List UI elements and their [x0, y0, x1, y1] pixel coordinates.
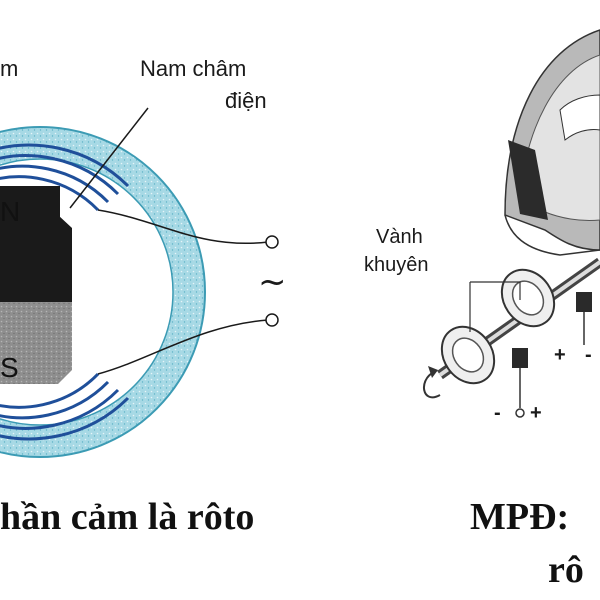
magnet-leader-line [69, 107, 149, 209]
rotor-north-pole [0, 186, 72, 302]
slip-ring-2 [500, 268, 556, 328]
rotation-arrow [423, 371, 441, 399]
rotation-arrowhead [428, 366, 438, 378]
terminal-top [265, 235, 279, 249]
stator-winding-bottom [0, 372, 130, 441]
label-magnet-line2: điện [225, 88, 267, 113]
label-top-cut: m [0, 56, 19, 81]
ring-leader-line [469, 281, 521, 332]
label-ring-line2: khuyên [364, 254, 429, 276]
brush-1 [512, 348, 528, 368]
alternator-housing [504, 29, 600, 256]
sign-plus-2: + [530, 402, 542, 424]
output-lead-bottom [97, 319, 269, 375]
rotor-south-pole [0, 302, 72, 384]
brush-2 [576, 292, 592, 312]
ac-symbol: ~ [258, 262, 287, 302]
left-caption: hần cảm là rôto [0, 496, 255, 538]
sign-plus-1: + [554, 344, 566, 366]
output-lead-top [97, 209, 269, 245]
label-ring-line1: Vành [376, 226, 423, 248]
right-caption-line2: rô [548, 549, 584, 591]
stator-winding-top [0, 143, 130, 212]
right-caption-line1: MPĐ: [470, 496, 570, 538]
slip-ring-1 [440, 325, 496, 385]
sign-minus-1: - [585, 344, 592, 366]
sign-minus-2: - [494, 402, 501, 424]
label-magnet-line1: Nam châm [140, 56, 247, 81]
pole-south-label: S [0, 352, 19, 383]
terminal-bottom [265, 313, 279, 327]
brush-terminal-1 [515, 408, 525, 418]
pole-north-label: N [0, 196, 21, 227]
